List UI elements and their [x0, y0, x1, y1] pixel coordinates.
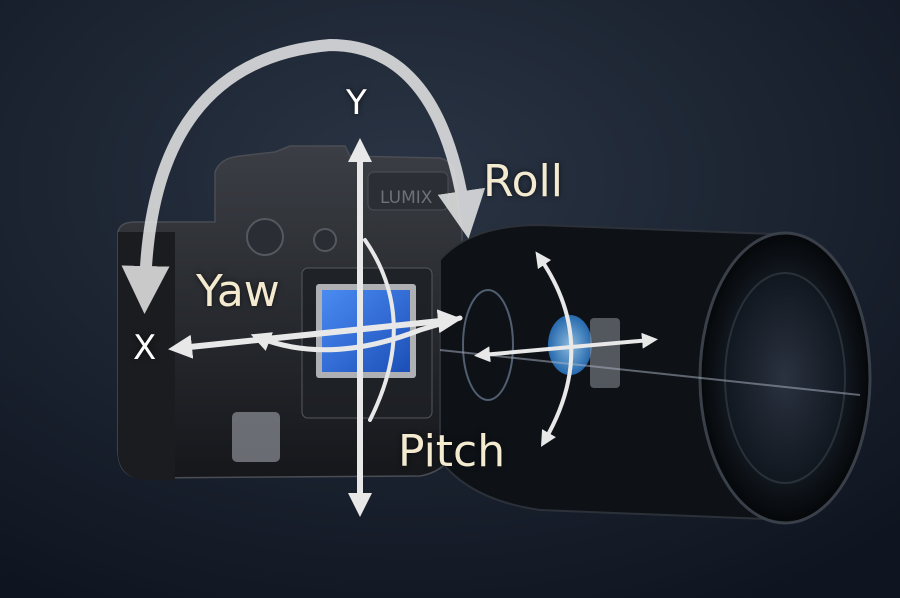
pitch-arrow-body: [363, 238, 396, 422]
lens-shift-arrow: [474, 332, 658, 363]
roll-label: Roll: [483, 156, 563, 207]
motion-arrows: [121, 38, 658, 517]
yaw-arrow: [250, 315, 463, 353]
yaw-label: Yaw: [196, 266, 280, 317]
roll-arrow: [121, 38, 486, 314]
shutter-component: [232, 412, 280, 462]
mode-dial: [246, 218, 284, 256]
y-axis-label: Y: [346, 83, 367, 123]
lens: [439, 223, 872, 525]
pitch-label: Pitch: [398, 426, 506, 477]
x-axis-arrow: [168, 309, 462, 359]
x-axis-label: X: [133, 328, 157, 368]
brand-mark: LUMIX: [380, 188, 433, 208]
